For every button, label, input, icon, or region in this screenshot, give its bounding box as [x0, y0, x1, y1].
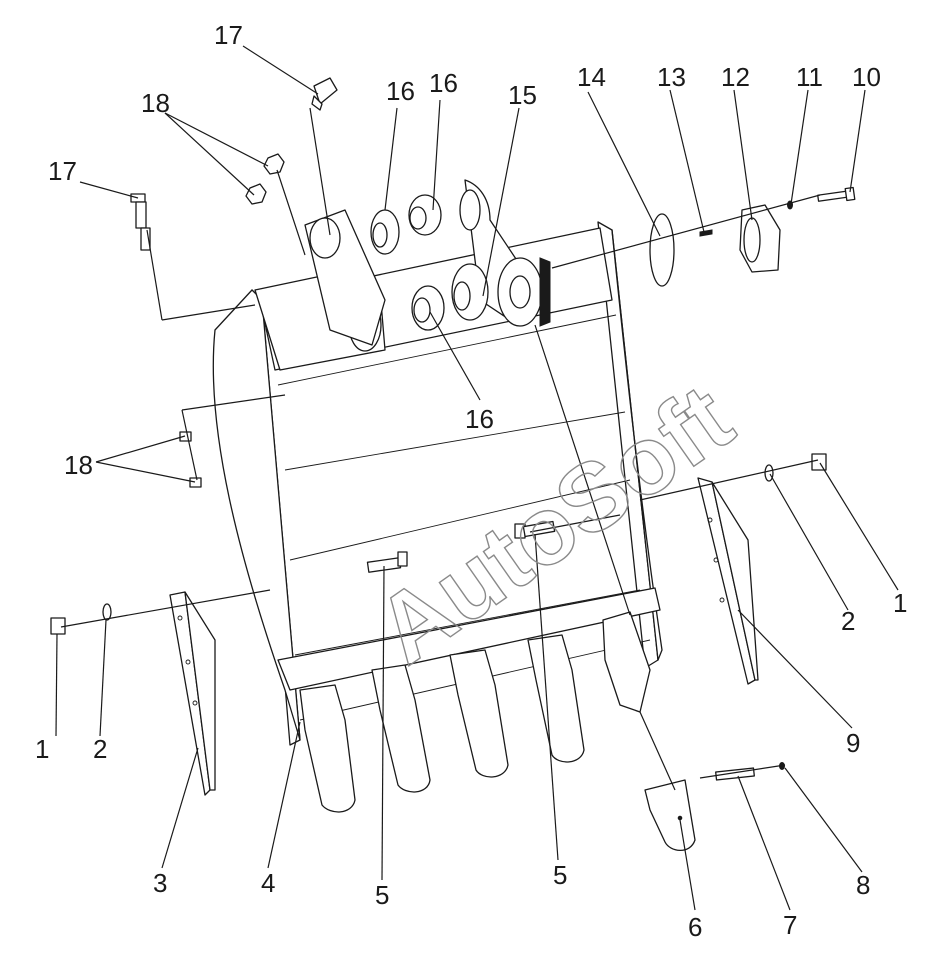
callout-4: 4 — [261, 868, 275, 898]
callout-2-left: 2 — [93, 734, 107, 764]
callout-numbers: 17 18 17 16 16 15 14 13 12 11 10 16 18 1… — [35, 20, 907, 942]
callout-18-left: 18 — [64, 450, 93, 480]
side-cutters — [169, 477, 759, 796]
callout-6: 6 — [688, 912, 702, 942]
leader-lines — [55, 45, 899, 911]
callout-17-left: 17 — [48, 156, 77, 186]
callout-9: 9 — [846, 728, 860, 758]
callout-1-right: 1 — [893, 588, 907, 618]
callout-12: 12 — [721, 62, 750, 92]
callout-3: 3 — [153, 868, 167, 898]
pins-and-bushings — [50, 77, 856, 781]
callout-16-a: 16 — [386, 76, 415, 106]
callout-8: 8 — [856, 870, 870, 900]
bucket-teeth — [299, 611, 696, 852]
callout-7: 7 — [783, 910, 797, 940]
callout-16-b: 16 — [429, 68, 458, 98]
callout-2-right: 2 — [841, 606, 855, 636]
callout-5-right: 5 — [553, 860, 567, 890]
callout-5-left: 5 — [375, 880, 389, 910]
callout-14: 14 — [577, 62, 606, 92]
callout-15: 15 — [508, 80, 537, 110]
callout-1-left: 1 — [35, 734, 49, 764]
callout-18-top: 18 — [141, 88, 170, 118]
callout-13: 13 — [657, 62, 686, 92]
assembly-lines — [60, 107, 821, 791]
callout-16-c: 16 — [465, 404, 494, 434]
callout-17-top: 17 — [214, 20, 243, 50]
callout-10: 10 — [852, 62, 881, 92]
callout-11: 11 — [796, 62, 823, 92]
